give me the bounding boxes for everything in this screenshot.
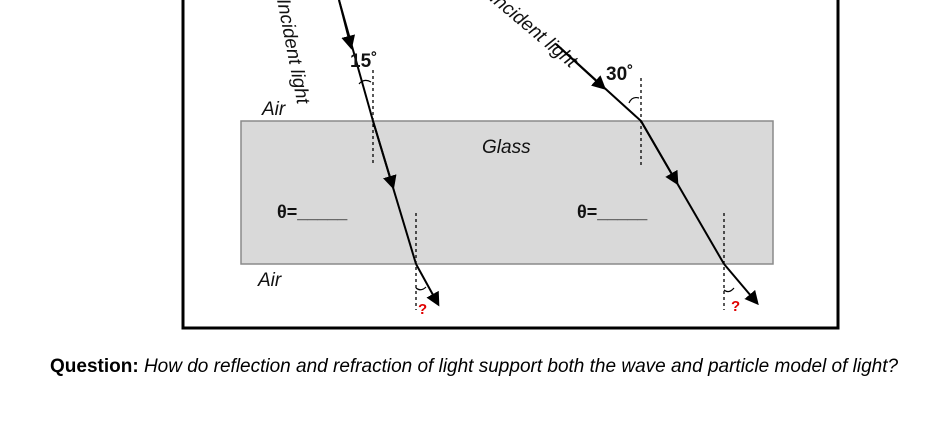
incident-ray-arrow bbox=[338, 0, 356, 50]
incident-ray-arrow bbox=[555, 43, 607, 90]
refracted-ray-arrow bbox=[372, 120, 397, 190]
incident-light-label-right: Incident light bbox=[486, 0, 582, 73]
exit-ray bbox=[415, 263, 440, 307]
angle-arc bbox=[628, 96, 640, 104]
ray-right: 30˚ θ=_____ ? bbox=[555, 43, 759, 315]
question-text: Question: How do reflection and refracti… bbox=[50, 356, 920, 378]
question-body: How do reflection and refraction of ligh… bbox=[138, 356, 899, 377]
incident-light-label-left: Incident light bbox=[272, 0, 313, 106]
unknown-angle: ? bbox=[418, 301, 427, 318]
angle-arc bbox=[415, 286, 427, 291]
angle-label-15: 15˚ bbox=[350, 51, 377, 72]
unknown-angle: ? bbox=[731, 298, 740, 315]
refracted-ray-arrow bbox=[640, 120, 679, 186]
air-top-label: Air bbox=[261, 99, 286, 120]
exit-ray bbox=[723, 263, 759, 306]
theta-blank: θ=_____ bbox=[277, 202, 348, 222]
question-label: Question: bbox=[50, 356, 139, 377]
glass-block bbox=[240, 120, 774, 265]
angle-arc bbox=[358, 79, 372, 85]
ray-left: 15˚ θ=_____ ? bbox=[277, 0, 440, 318]
air-bottom-label: Air bbox=[257, 270, 282, 291]
angle-label-30: 30˚ bbox=[606, 64, 633, 85]
refraction-diagram: Air Air Glass Incident light Incident li… bbox=[181, 0, 840, 330]
glass-label: Glass bbox=[482, 137, 531, 158]
theta-blank: θ=_____ bbox=[577, 202, 648, 222]
angle-arc bbox=[723, 287, 735, 293]
figure-frame bbox=[181, 0, 840, 330]
